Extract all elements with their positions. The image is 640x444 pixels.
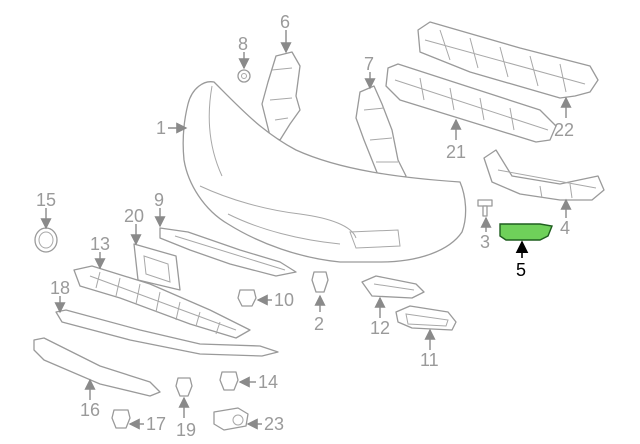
part-20-license-bracket — [133, 243, 181, 291]
callout-3: 3 — [480, 232, 490, 252]
callout-23: 23 — [264, 414, 284, 434]
callout-22: 22 — [554, 120, 574, 140]
part-17-clip — [111, 409, 131, 429]
part-10-clip — [237, 289, 257, 307]
callout-15: 15 — [36, 190, 56, 210]
callout-11: 11 — [420, 350, 439, 370]
part-23-sensor — [213, 407, 249, 431]
callout-20: 20 — [124, 206, 144, 226]
callout-17: 17 — [146, 414, 166, 434]
callout-13: 13 — [90, 234, 110, 254]
part-22-bumper-reinforcement — [417, 21, 599, 99]
part-9-under-cover — [159, 227, 297, 277]
callout-4: 4 — [560, 218, 570, 238]
part-13-grille — [73, 265, 251, 339]
callout-12: 12 — [370, 318, 390, 338]
callout-9: 9 — [154, 190, 164, 210]
part-6-bracket — [261, 51, 301, 141]
callout-18: 18 — [50, 278, 70, 298]
part-12-fog-cover — [361, 275, 425, 299]
part-2-clip — [311, 271, 329, 293]
part-8-clip — [237, 69, 251, 83]
part-18-lower-trim — [55, 309, 279, 357]
leader-lines — [40, 30, 572, 430]
part-5-highlighted-bracket — [499, 223, 553, 241]
callout-6: 6 — [280, 12, 290, 32]
part-19-clip — [175, 377, 193, 397]
callout-10: 10 — [274, 290, 294, 310]
callout-14: 14 — [258, 372, 278, 392]
callout-21: 21 — [446, 142, 466, 162]
callout-5: 5 — [516, 260, 526, 280]
part-1-bumper-face — [182, 81, 467, 263]
callout-8: 8 — [238, 34, 248, 54]
callout-labels: 1 2 3 4 5 6 7 8 9 10 11 12 13 14 15 16 1… — [36, 12, 574, 440]
callout-7: 7 — [364, 54, 374, 74]
part-21-absorber — [385, 63, 557, 143]
callout-2: 2 — [314, 314, 324, 334]
part-15-ring — [34, 227, 58, 253]
callout-16: 16 — [80, 400, 100, 420]
part-3-screw — [477, 199, 493, 217]
part-11-fog-cover — [395, 305, 457, 331]
part-16-spoiler — [33, 337, 161, 397]
callout-19: 19 — [176, 420, 196, 440]
part-4-bracket — [483, 149, 605, 201]
callout-1: 1 — [156, 118, 166, 138]
part-14-clip — [219, 371, 239, 391]
part-7-bracket — [355, 85, 407, 185]
